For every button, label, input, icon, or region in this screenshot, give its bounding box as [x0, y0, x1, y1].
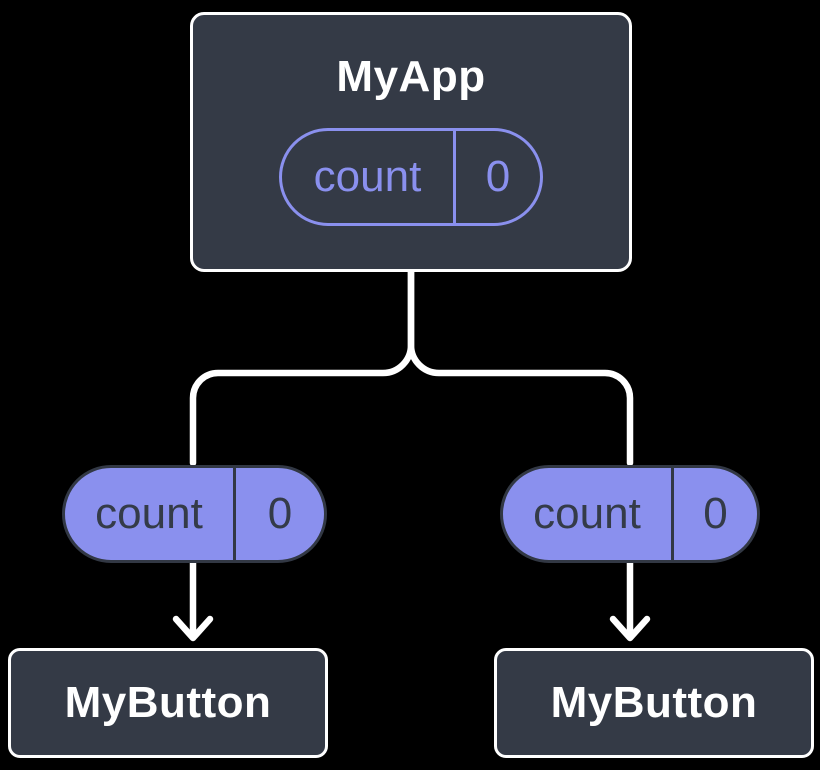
myapp-node-title: MyApp: [336, 52, 486, 101]
state-pill-divider: [453, 130, 456, 223]
prop-pill-right-value: 0: [703, 489, 728, 538]
state-pill-value: 0: [485, 151, 511, 201]
state-pill-label: count: [313, 151, 422, 201]
prop-pill-left-divider: [233, 468, 236, 560]
prop-pill-right-divider: [671, 468, 674, 560]
fork-connector-left: [189, 268, 415, 467]
prop-pill-left-value: 0: [267, 489, 293, 538]
arrow-left-head: [172, 615, 214, 642]
prop-pill-left: count 0: [62, 465, 327, 563]
mybutton-node-right: MyButton: [494, 648, 814, 758]
prop-pill-right-label: count: [533, 489, 641, 538]
mybutton-right-title: MyButton: [550, 677, 758, 727]
fork-connector-right: [407, 268, 634, 467]
myapp-node: MyApp count 0: [190, 12, 632, 272]
mybutton-left-title: MyButton: [64, 677, 272, 727]
prop-pill-right: count 0: [500, 465, 760, 563]
prop-pill-left-label: count: [95, 489, 203, 538]
arrow-right-head: [609, 615, 651, 642]
state-pill: count 0: [279, 127, 543, 226]
mybutton-node-left: MyButton: [8, 648, 328, 758]
